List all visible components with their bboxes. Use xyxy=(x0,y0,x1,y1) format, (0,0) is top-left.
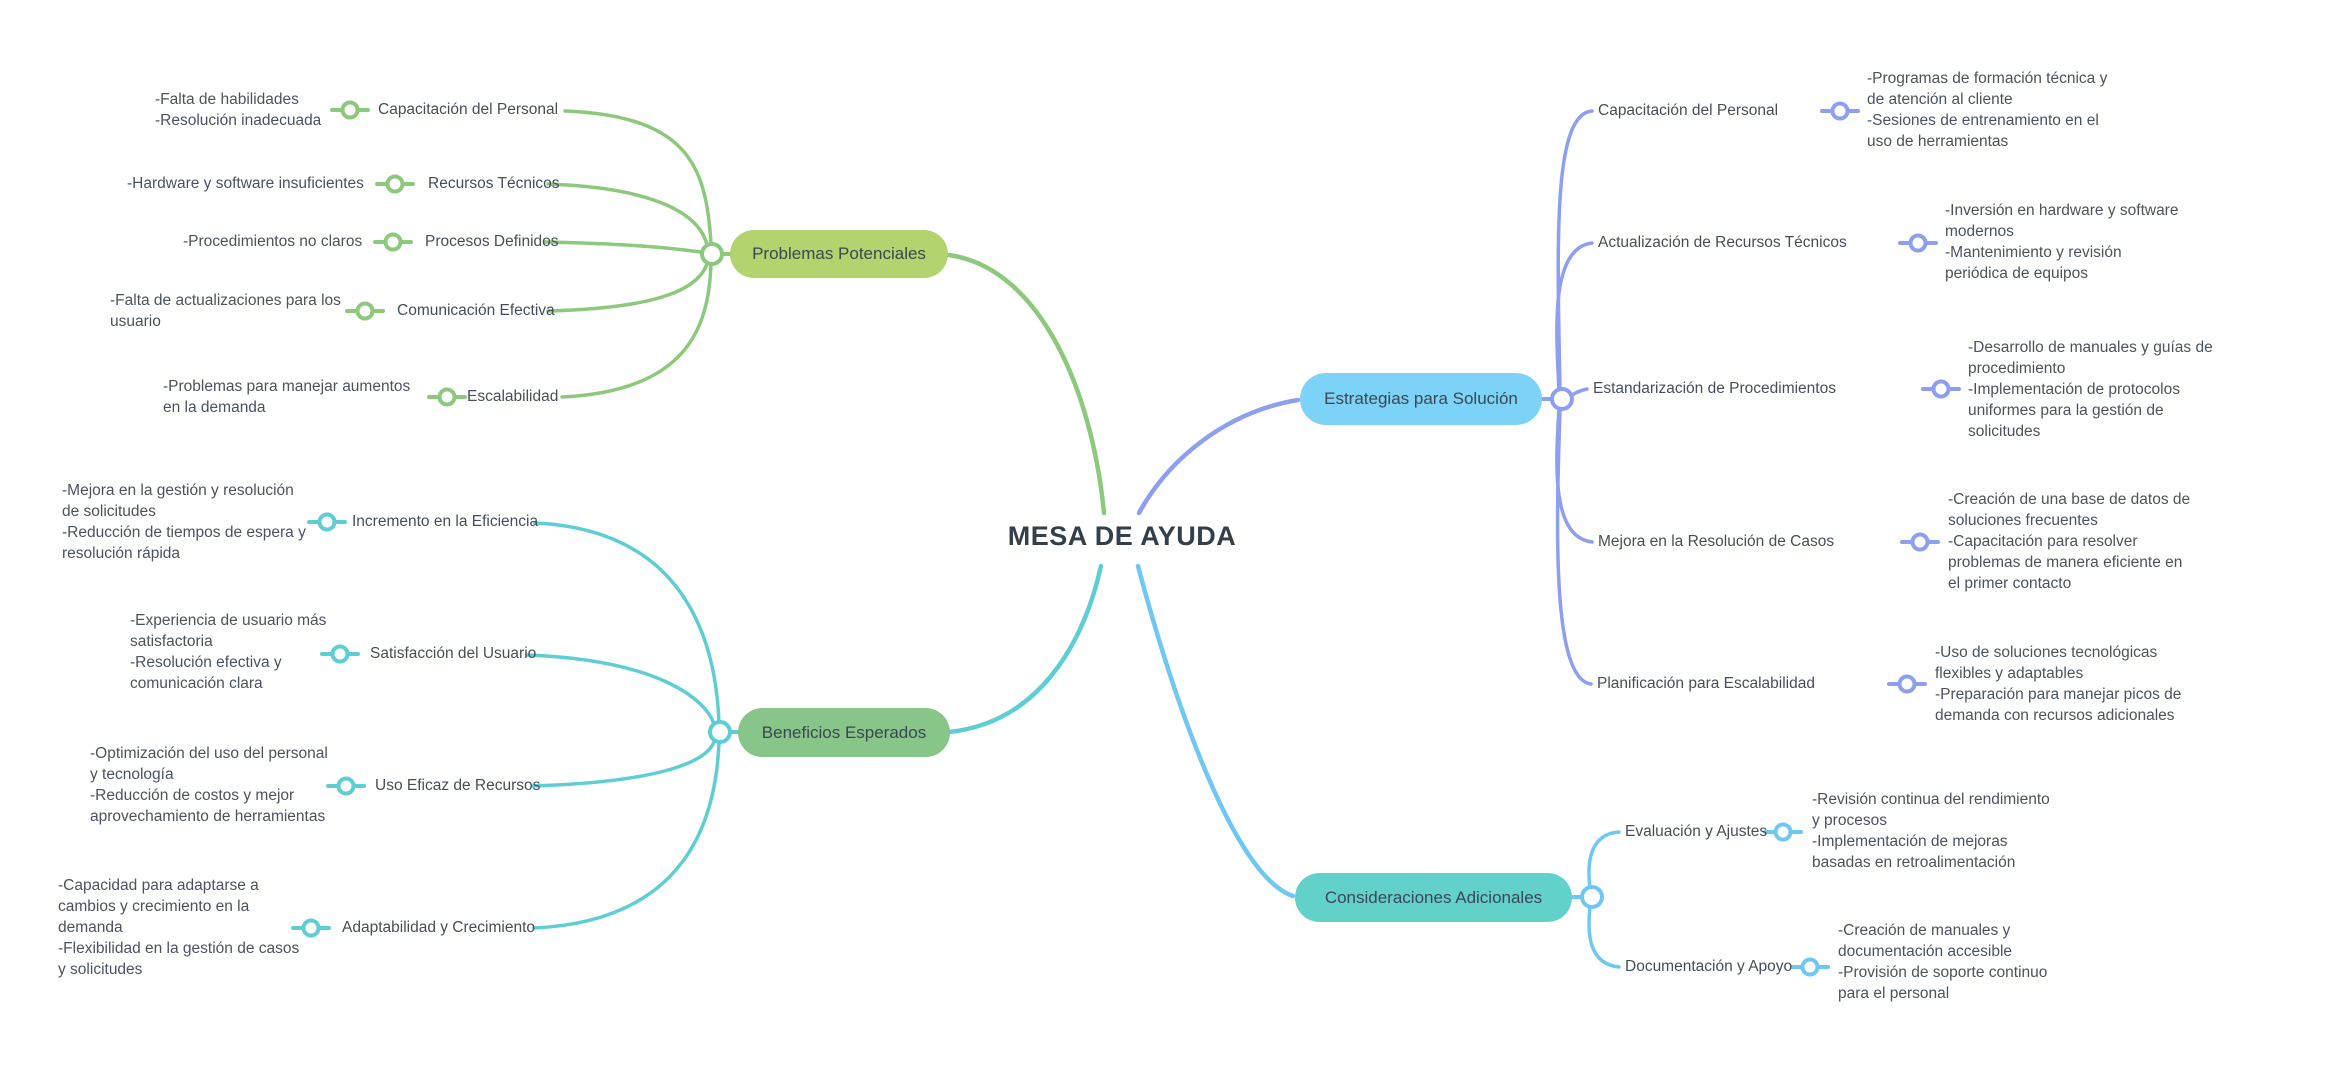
subtopic-comunicacion-efectiva[interactable]: Comunicación Efectiva xyxy=(397,302,555,319)
connector-dot-beneficios-2[interactable] xyxy=(336,776,356,796)
curve-center-estrategias xyxy=(1136,397,1301,516)
branch-node-consideraciones-adicionales[interactable]: Consideraciones Adicionales xyxy=(1295,873,1572,922)
junction-dot-problemas[interactable] xyxy=(700,242,724,266)
connector-dot-problemas-3[interactable] xyxy=(355,301,375,321)
subtopic-procesos-definidos[interactable]: Procesos Definidos xyxy=(425,233,559,250)
curve-beneficios-child-1 xyxy=(525,653,716,726)
note-documentacion-y-apoyo[interactable]: -Creación de manuales y documentación ac… xyxy=(1838,922,2048,1002)
connector-dot-estrategias-3[interactable] xyxy=(1910,532,1930,552)
subtopic-evaluacion-y-ajustes[interactable]: Evaluación y Ajustes xyxy=(1625,823,1768,840)
connector-dot-beneficios-1[interactable] xyxy=(330,644,350,664)
curve-consideraciones-child-1 xyxy=(1587,905,1621,969)
note-satisfaccion-del-usuario[interactable]: -Experiencia de usuario más satisfactori… xyxy=(130,612,327,692)
note-incremento-en-la-eficiencia[interactable]: -Mejora en la gestión y resolución de so… xyxy=(62,482,306,562)
branch-node-problemas-potenciales[interactable]: Problemas Potenciales xyxy=(730,230,948,278)
subtopic-satisfaccion-del-usuario[interactable]: Satisfacción del Usuario xyxy=(370,645,537,662)
note-procesos-definidos[interactable]: -Procedimientos no claros xyxy=(183,233,363,250)
connector-dot-consideraciones-1[interactable] xyxy=(1800,957,1820,977)
note-mejora-en-la-resolucion-de-casos[interactable]: -Creación de una base de datos de soluci… xyxy=(1948,491,2191,592)
curve-center-beneficios xyxy=(946,563,1104,735)
subtopic-capacitacion-del-personal-izq[interactable]: Capacitación del Personal xyxy=(378,101,559,118)
curve-center-problemas xyxy=(946,252,1107,516)
curve-problemas-child-1 xyxy=(546,182,709,247)
connector-dot-problemas-1[interactable] xyxy=(385,174,405,194)
curve-beneficios-child-3 xyxy=(532,740,721,930)
note-adaptabilidad-y-crecimiento[interactable]: -Capacidad para adaptarse a cambios y cr… xyxy=(58,877,300,978)
curve-estrategias-child-4 xyxy=(1555,408,1593,686)
note-recursos-tecnicos[interactable]: -Hardware y software insuficientes xyxy=(127,175,364,192)
curve-consideraciones-child-0 xyxy=(1587,830,1621,890)
curve-estrategias-child-1 xyxy=(1555,241,1594,393)
curve-problemas-child-2 xyxy=(543,240,703,254)
note-estandarizacion-de-procedimientos[interactable]: -Desarrollo de manuales y guías de proce… xyxy=(1968,339,2213,440)
subtopic-capacitacion-del-personal-der[interactable]: Capacitación del Personal xyxy=(1598,102,1779,119)
central-topic[interactable]: MESA DE AYUDA xyxy=(1007,521,1237,551)
connector-dot-estrategias-0[interactable] xyxy=(1830,101,1850,121)
note-actualizacion-de-recursos-tecnicos[interactable]: -Inversión en hardware y software modern… xyxy=(1945,202,2179,282)
connector-dot-estrategias-1[interactable] xyxy=(1908,233,1928,253)
subtopic-estandarizacion-de-procedimientos[interactable]: Estandarización de Procedimientos xyxy=(1593,380,1836,397)
note-escalabilidad[interactable]: -Problemas para manejar aumentos en la d… xyxy=(163,378,411,416)
connector-dot-problemas-2[interactable] xyxy=(383,232,403,252)
note-evaluacion-y-ajustes[interactable]: -Revisión continua del rendimiento y pro… xyxy=(1812,791,2050,871)
subtopic-actualizacion-de-recursos-tecnicos[interactable]: Actualización de Recursos Técnicos xyxy=(1598,234,1847,251)
subtopic-planificacion-para-escalabilidad[interactable]: Planificación para Escalabilidad xyxy=(1597,675,1815,692)
curve-estrategias-child-3 xyxy=(1555,406,1594,544)
curve-estrategias-child-0 xyxy=(1556,109,1594,391)
subtopic-incremento-en-la-eficiencia[interactable]: Incremento en la Eficiencia xyxy=(352,513,539,530)
curve-problemas-child-3 xyxy=(546,259,710,313)
branch-node-beneficios-esperados[interactable]: Beneficios Esperados xyxy=(738,708,950,757)
connector-dot-estrategias-4[interactable] xyxy=(1897,674,1917,694)
connector-dot-consideraciones-0[interactable] xyxy=(1773,822,1793,842)
junction-dot-estrategias[interactable] xyxy=(1550,387,1574,411)
curve-beneficios-child-0 xyxy=(533,521,721,725)
subtopic-adaptabilidad-y-crecimiento[interactable]: Adaptabilidad y Crecimiento xyxy=(342,919,535,936)
junction-dot-consideraciones[interactable] xyxy=(1580,885,1604,909)
curve-problemas-child-0 xyxy=(563,109,713,245)
note-capacitacion-del-personal-izq[interactable]: -Falta de habilidades -Resolución inadec… xyxy=(155,91,322,129)
note-uso-eficaz-de-recursos[interactable]: -Optimización del uso del personal y tec… xyxy=(90,745,328,825)
connector-dot-problemas-0[interactable] xyxy=(340,100,360,120)
curve-beneficios-child-2 xyxy=(531,740,716,788)
note-capacitacion-del-personal-der[interactable]: -Programas de formación técnica y de ate… xyxy=(1867,70,2108,150)
note-planificacion-para-escalabilidad[interactable]: -Uso de soluciones tecnológicas flexible… xyxy=(1935,644,2182,724)
subtopic-mejora-en-la-resolucion-de-casos[interactable]: Mejora en la Resolución de Casos xyxy=(1598,533,1835,550)
curve-center-consideraciones xyxy=(1135,563,1296,899)
junction-dot-beneficios[interactable] xyxy=(708,720,732,744)
subtopic-documentacion-y-apoyo[interactable]: Documentación y Apoyo xyxy=(1625,958,1793,975)
subtopic-uso-eficaz-de-recursos[interactable]: Uso Eficaz de Recursos xyxy=(375,777,541,794)
connector-dot-problemas-4[interactable] xyxy=(437,387,457,407)
branch-node-estrategias-para-solucion[interactable]: Estrategias para Solución xyxy=(1300,373,1542,425)
connector-dot-estrategias-2[interactable] xyxy=(1931,379,1951,399)
subtopic-escalabilidad[interactable]: Escalabilidad xyxy=(467,388,559,405)
connector-dot-beneficios-3[interactable] xyxy=(301,918,321,938)
connector-dot-beneficios-0[interactable] xyxy=(317,512,337,532)
subtopic-recursos-tecnicos[interactable]: Recursos Técnicos xyxy=(428,175,560,192)
note-comunicacion-efectiva[interactable]: -Falta de actualizaciones para los usuar… xyxy=(110,292,341,330)
curve-problemas-child-4 xyxy=(560,261,713,399)
